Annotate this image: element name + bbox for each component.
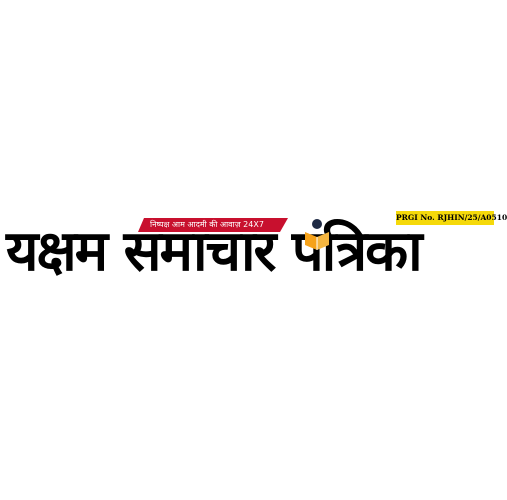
registration-number: PRGI No. RJHIN/25/A0510	[396, 213, 507, 222]
reader-book-icon	[305, 219, 329, 250]
tagline-ribbon	[138, 218, 288, 232]
registration-badge	[396, 211, 494, 225]
tagline: निष्पक्ष आम आदमी की आवाज़ 24X7	[150, 220, 264, 229]
masthead-title: यक्षम समाचार पत्रिका	[6, 219, 423, 284]
